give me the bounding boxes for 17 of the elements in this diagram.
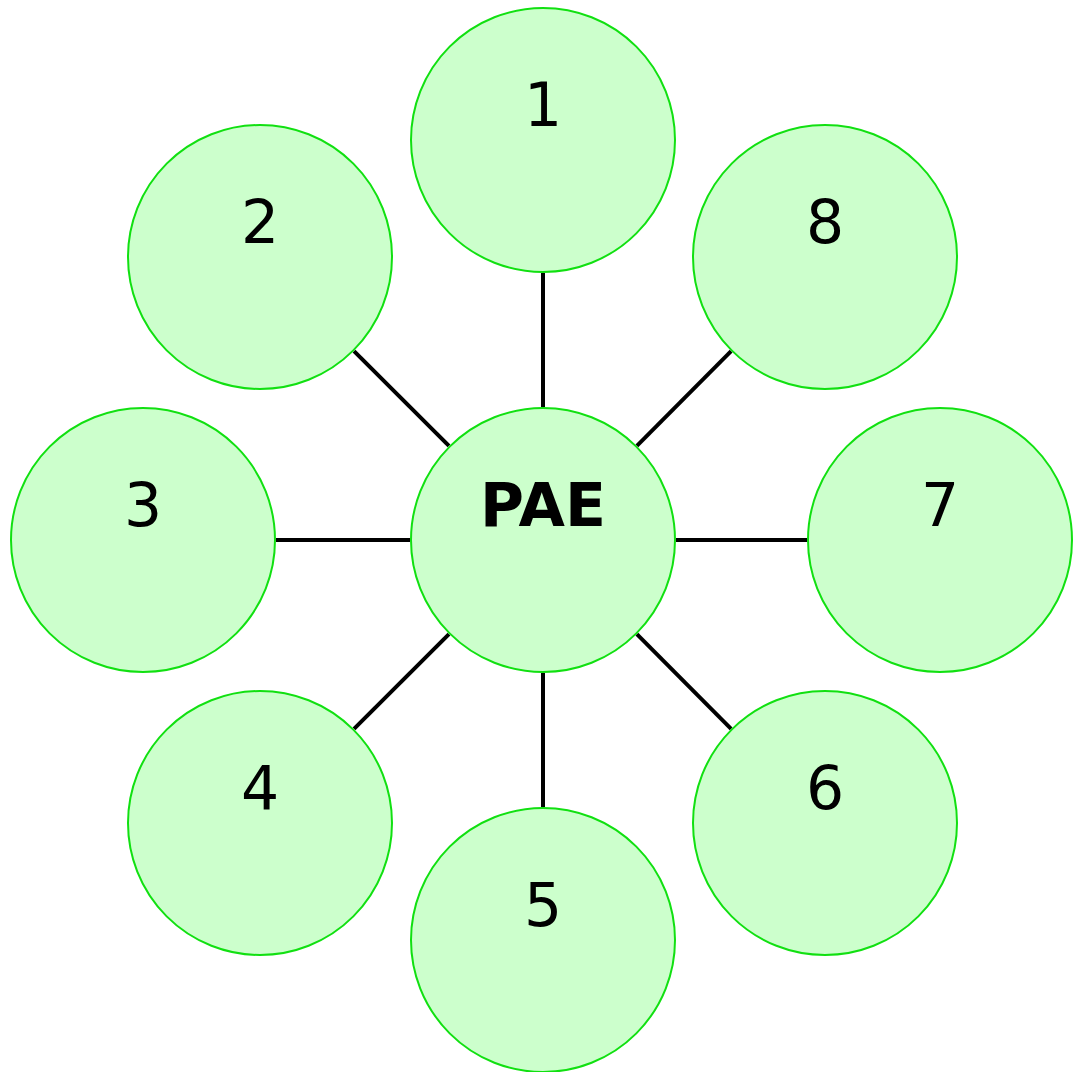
connector-line xyxy=(276,538,410,542)
node-label: 5 xyxy=(523,869,563,941)
connector-line xyxy=(541,273,545,407)
connector-line xyxy=(352,349,451,448)
node-label: 3 xyxy=(123,469,163,541)
node-label: 7 xyxy=(920,469,960,541)
connector-line xyxy=(676,538,807,542)
connector-line xyxy=(541,673,545,807)
node-label: 2 xyxy=(240,186,280,258)
node-label: 4 xyxy=(240,752,280,824)
node-label: 1 xyxy=(523,69,563,141)
node-label: PAE xyxy=(480,469,606,541)
connector-line xyxy=(635,349,733,448)
connector-line xyxy=(352,632,451,731)
connector-line xyxy=(635,632,733,731)
node-label: 6 xyxy=(805,752,845,824)
node-label: 8 xyxy=(805,186,845,258)
